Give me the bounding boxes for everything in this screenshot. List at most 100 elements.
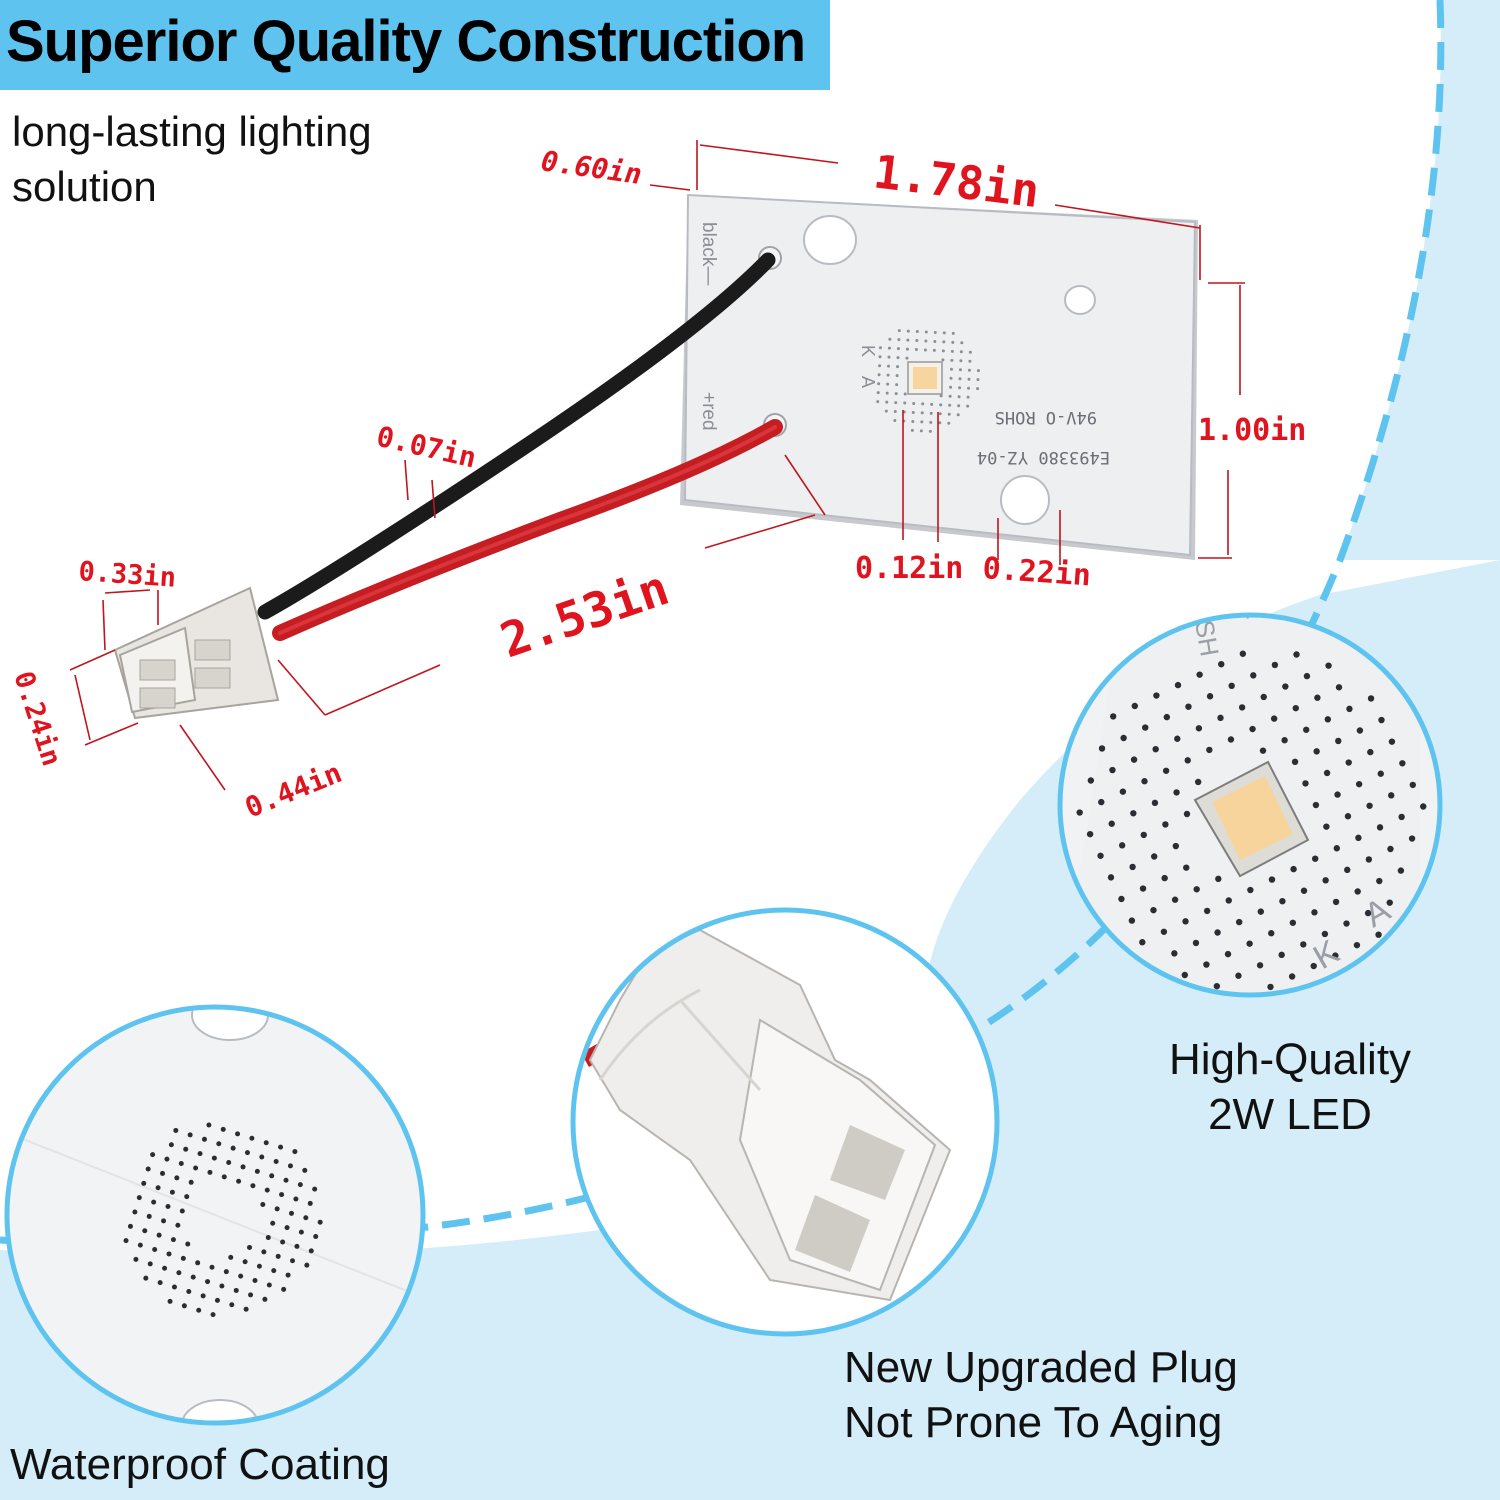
board-dot <box>252 1278 258 1284</box>
board-dot <box>294 1243 300 1249</box>
board-dot <box>229 1302 235 1308</box>
board-dot <box>957 395 961 399</box>
led-board: black— +red A K 94V-O ROHS E493380 YZ-04 <box>680 193 1198 560</box>
board-dot <box>1151 853 1158 860</box>
board-dot <box>888 337 892 341</box>
dim-hole-width: 0.22in <box>981 551 1092 593</box>
board-dot <box>1300 887 1308 894</box>
board-dot <box>1398 813 1405 821</box>
subtitle-line-1: long-lasting lighting <box>12 108 372 155</box>
board-dot <box>141 1180 147 1186</box>
board-dot <box>878 355 882 359</box>
board-dot <box>156 1232 162 1238</box>
board-dot <box>910 428 914 432</box>
board-dot <box>188 1179 194 1185</box>
board-dot <box>1323 769 1331 777</box>
board-dot <box>308 1248 314 1254</box>
board-dot <box>887 355 891 359</box>
board-dot <box>179 1208 185 1214</box>
board-dot <box>1098 798 1105 806</box>
board-dot <box>1365 856 1373 863</box>
board-dot <box>249 1135 255 1141</box>
board-dot <box>1107 874 1115 881</box>
board-dot <box>145 1166 151 1172</box>
board-dot <box>911 419 915 423</box>
board-dot <box>236 1178 242 1184</box>
board-dot <box>1172 842 1180 850</box>
board-dot <box>197 1151 203 1157</box>
board-dot <box>288 1210 294 1216</box>
board-dot <box>941 358 945 362</box>
board-dot <box>1321 930 1329 938</box>
board-dot <box>966 395 970 399</box>
board-dot <box>1387 845 1394 853</box>
board-dot <box>211 1155 217 1161</box>
board-dot <box>278 1144 284 1150</box>
board-dot <box>1249 725 1256 733</box>
board-dot <box>1119 788 1127 795</box>
caption-led-line-2: 2W LED <box>1208 1090 1372 1139</box>
board-label-black: black— <box>698 222 719 285</box>
board-dot <box>312 1186 318 1192</box>
board-dot <box>1267 983 1274 991</box>
board-dot <box>914 348 918 352</box>
dim-board-thickness: 0.60in <box>539 144 644 191</box>
board-dot <box>1225 897 1232 904</box>
board-dot <box>196 1307 202 1313</box>
board-dot <box>924 339 928 343</box>
board-dot <box>1192 939 1200 947</box>
board-dot <box>155 1185 161 1191</box>
board-dot <box>1335 684 1343 691</box>
board-dot <box>1377 770 1384 777</box>
board-dot <box>171 1284 177 1290</box>
board-dot <box>959 359 963 363</box>
board-dot <box>275 1253 281 1259</box>
board-dot <box>1354 888 1361 895</box>
board-dot <box>877 382 881 386</box>
board-dot <box>136 1195 142 1201</box>
board-dot <box>1131 702 1138 710</box>
board-dot <box>1193 886 1200 893</box>
board-dot <box>1087 777 1095 784</box>
board-dot <box>947 421 951 425</box>
board-dot <box>897 329 901 333</box>
board-dot <box>1183 810 1191 818</box>
board-dot <box>897 338 901 342</box>
board-dot <box>1303 726 1310 733</box>
board-dot <box>216 1141 222 1147</box>
board-dot <box>958 368 962 372</box>
board-dot <box>886 373 890 377</box>
board-dot <box>1185 703 1192 710</box>
board-dot <box>1183 864 1190 871</box>
board-dot <box>1344 813 1352 820</box>
board-dot <box>1218 660 1225 668</box>
board-dot <box>966 404 970 408</box>
board-dot <box>896 356 900 360</box>
board-dot <box>304 1262 310 1268</box>
board-dot <box>190 1274 196 1280</box>
caption-plug-line-1: New Upgraded Plug <box>844 1343 1238 1392</box>
board-dot <box>1217 714 1224 722</box>
board-dot <box>956 413 960 417</box>
board-print-line1: 94V-O ROHS <box>995 407 1097 427</box>
board-dot <box>968 350 972 354</box>
board-dot <box>876 400 880 404</box>
board-dot <box>1171 896 1179 903</box>
board-dot <box>259 1154 265 1160</box>
board-dot <box>265 1235 271 1241</box>
board-dot <box>1235 972 1242 979</box>
board-dot <box>1247 886 1254 894</box>
subtitle-line-2: solution <box>12 163 157 210</box>
board-dot <box>157 1280 163 1286</box>
board-dot <box>146 1213 152 1219</box>
board-dot <box>1109 713 1117 720</box>
board-dot <box>223 1269 229 1275</box>
board-dot <box>1076 809 1083 816</box>
board-dot <box>1366 802 1373 809</box>
board-dot <box>960 341 964 345</box>
board-dot <box>894 401 898 405</box>
board-dot <box>1118 895 1125 903</box>
dimension-lines <box>69 140 1245 791</box>
board-dot <box>1387 792 1395 799</box>
board-dot <box>176 1270 182 1276</box>
